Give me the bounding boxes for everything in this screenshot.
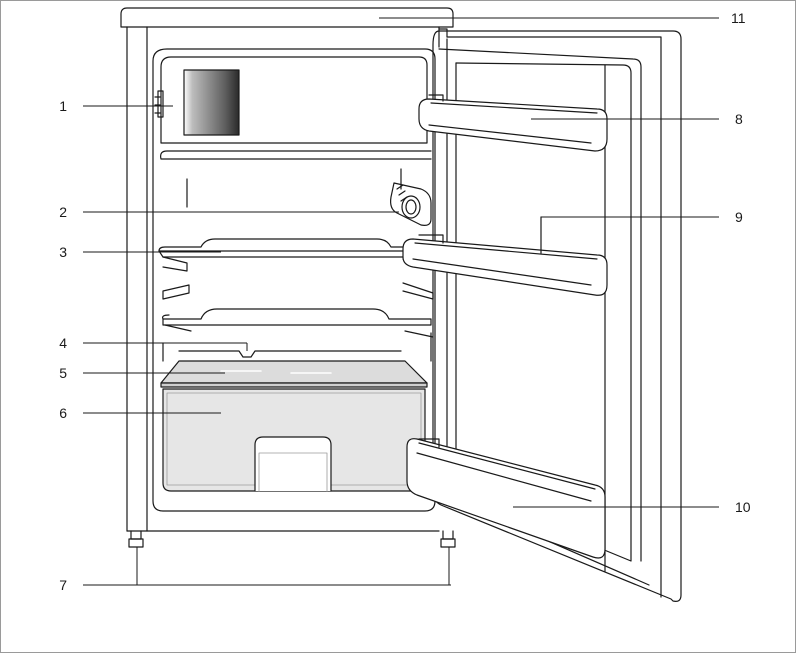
worktop: [120, 7, 454, 28]
callout-7: 7: [59, 577, 67, 593]
door-rack-upper: [418, 94, 608, 152]
callout-6: 6: [59, 405, 67, 421]
ice-box-lip: [160, 150, 432, 160]
door: [432, 30, 682, 602]
leader-lines: [83, 17, 719, 586]
callout-9: 9: [735, 209, 743, 225]
callout-2: 2: [59, 204, 67, 220]
lower-shelf: [162, 308, 434, 338]
drain-channel: [162, 332, 432, 362]
ice-box: [154, 56, 428, 144]
door-rack-middle: [402, 216, 608, 296]
callout-5: 5: [59, 365, 67, 381]
door-hinge: [438, 28, 448, 38]
callout-10: 10: [735, 499, 751, 515]
upper-shelf: [158, 238, 434, 300]
adjustable-feet: [128, 530, 456, 548]
callout-8: 8: [735, 111, 743, 127]
callout-labels: 1 2 3 4 5 6 7 8 9 10 11: [59, 10, 751, 593]
crisper-cover: [160, 360, 428, 384]
vegetable-crisper: [162, 388, 426, 492]
interior-liner: [152, 48, 436, 512]
callout-3: 3: [59, 244, 67, 260]
callout-4: 4: [59, 335, 67, 351]
door-bin-bottom: [406, 438, 606, 559]
callout-11: 11: [731, 10, 746, 26]
cabinet-body: [126, 26, 440, 532]
callout-1: 1: [59, 98, 67, 114]
thermostat-dial: [390, 182, 432, 226]
